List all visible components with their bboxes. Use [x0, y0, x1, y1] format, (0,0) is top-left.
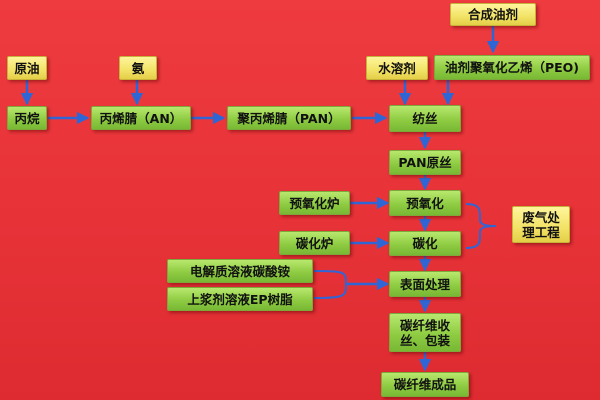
node-pan-yuansi: PAN原丝	[389, 150, 461, 175]
node-bingwan: 丙烷	[7, 106, 47, 130]
bracket-solutions	[313, 270, 348, 299]
node-feiqi-line-1: 废气处	[522, 209, 560, 225]
node-shangjiang: 上浆剂溶液EP树脂	[167, 287, 313, 311]
node-tanhua-lu: 碳化炉	[279, 231, 350, 255]
node-feiqi: 废气处 理工程	[512, 206, 570, 243]
node-yuyanghua: 预氧化	[389, 190, 461, 216]
node-an: 丙烯腈（AN）	[91, 106, 191, 130]
node-dianjiezhi: 电解质溶液碳酸铵	[167, 259, 313, 283]
node-hecheng-youji: 合成油剂	[450, 3, 536, 26]
node-shousi: 碳纤维收 丝、包装	[389, 313, 461, 352]
node-fangsi: 纺丝	[389, 105, 461, 132]
node-yuanyou: 原油	[7, 56, 47, 80]
node-an-gas: 氨	[119, 56, 157, 80]
node-shousi-line-2: 丝、包装	[399, 332, 450, 348]
node-peo: 油剂聚氧化乙烯（PEO)	[434, 55, 590, 80]
node-biaomian: 表面处理	[389, 271, 461, 297]
node-chengpin: 碳纤维成品	[381, 372, 469, 397]
node-feiqi-line-2: 理工程	[522, 224, 560, 240]
node-tanhua: 碳化	[389, 231, 461, 256]
node-pan: 聚丙烯腈（PAN）	[227, 106, 351, 130]
brace-feiqi	[465, 203, 497, 249]
node-shousi-line-1: 碳纤维收	[399, 317, 450, 333]
node-yuyanghua-lu: 预氧化炉	[279, 191, 350, 215]
node-shuirongji: 水溶剂	[366, 56, 428, 80]
